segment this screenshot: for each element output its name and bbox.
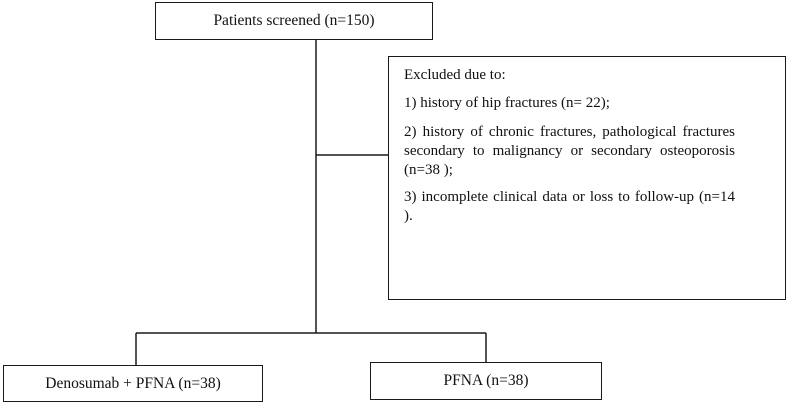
patients-screened-label: Patients screened (n=150) — [213, 12, 375, 29]
denosumab-pfna-group-label: Denosumab + PFNA (n=38) — [45, 374, 221, 392]
excluded-box: Excluded due to: 1) history of hip fract… — [388, 56, 786, 300]
excluded-item-2: 2) history of chronic fractures, patholo… — [404, 124, 735, 178]
excluded-item-1: 1) history of hip fractures (n= 22); — [404, 95, 610, 111]
excluded-item-3: 3) incomplete clinical data or loss to f… — [404, 189, 735, 224]
pfna-group-label: PFNA (n=38) — [443, 372, 529, 389]
patients-screened-box: Patients screened (n=150) — [155, 2, 433, 40]
denosumab-pfna-group-box: Denosumab + PFNA (n=38) — [3, 365, 263, 402]
pfna-group-box: PFNA (n=38) — [370, 362, 602, 400]
excluded-title: Excluded due to: — [404, 67, 506, 83]
